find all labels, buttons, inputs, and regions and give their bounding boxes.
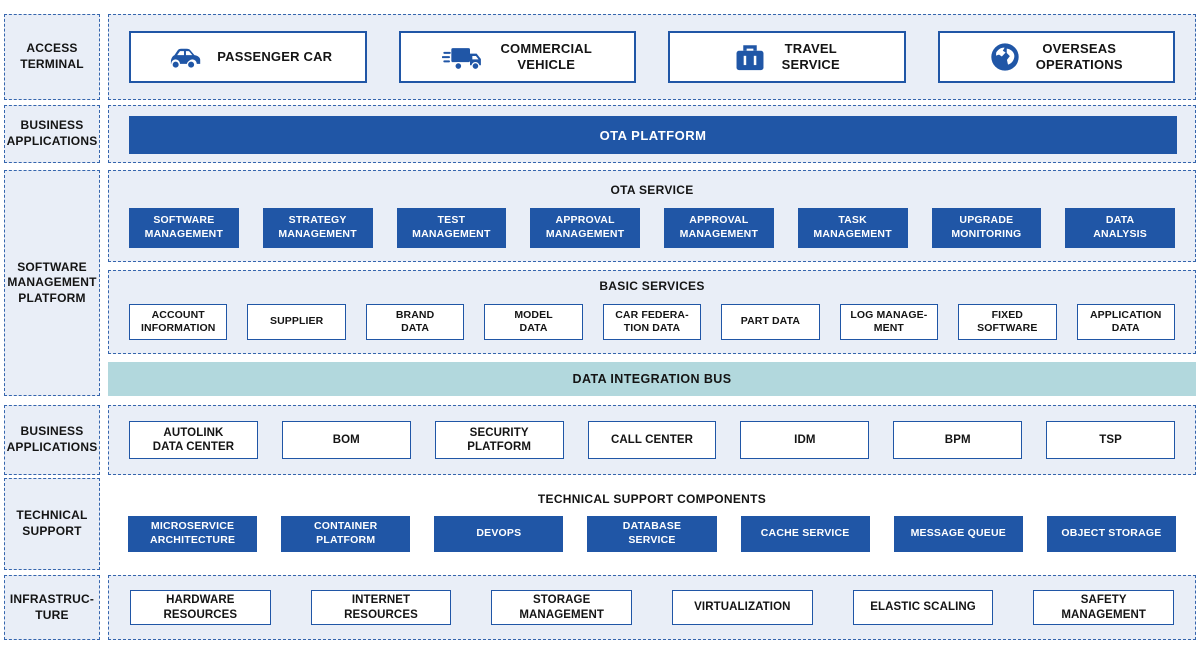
technical-support-box: DEVOPS: [434, 516, 564, 552]
truck-icon: [442, 43, 484, 72]
business-applications-top-panel: OTA PLATFORM: [108, 105, 1196, 163]
basic-service-box: APPLICATION DATA: [1076, 304, 1175, 340]
basic-service-box: FIXED SOFTWARE: [958, 304, 1057, 340]
basic-service-box: PART DATA: [721, 304, 820, 340]
basic-service-box: SUPPLIER: [247, 304, 346, 340]
layer-row-business-applications-bottom: BUSINESS APPLICATIONS AUTOLINK DATA CENT…: [0, 405, 1200, 475]
basic-service-box: MODEL DATA: [484, 304, 583, 340]
layer-row-technical-support: TECHNICAL SUPPORT TECHNICAL SUPPORT COMP…: [0, 478, 1200, 570]
terminal-card: PASSENGER CAR: [129, 31, 367, 83]
layer-row-business-applications-top: BUSINESS APPLICATIONS OTA PLATFORM: [0, 105, 1200, 163]
business-application-box: SECURITY PLATFORM: [434, 421, 564, 459]
layer-label-infrastructure: INFRASTRUC- TURE: [4, 575, 100, 640]
business-application-box: AUTOLINK DATA CENTER: [129, 421, 258, 459]
infrastructure-panel: HARDWARE RESOURCES INTERNET RESOURCES ST…: [108, 575, 1196, 640]
ota-service-box: STRATEGY MANAGEMENT: [262, 208, 373, 248]
technical-support-box: OBJECT STORAGE: [1046, 516, 1176, 552]
technical-support-box: MESSAGE QUEUE: [893, 516, 1023, 552]
access-terminal-panel: PASSENGER CAR COMMERCIAL VEHICLE TRAVEL …: [108, 14, 1196, 100]
infrastructure-box: STORAGE MANAGEMENT: [491, 590, 633, 625]
terminal-card-label: PASSENGER CAR: [217, 48, 333, 64]
technical-support-panel: TECHNICAL SUPPORT COMPONENTS MICROSERVIC…: [108, 478, 1196, 570]
basic-services-panel: BASIC SERVICES ACCOUNT INFORMATION SUPPL…: [108, 270, 1196, 354]
data-integration-bus: DATA INTEGRATION BUS: [108, 362, 1196, 396]
globe-icon: [990, 42, 1020, 72]
ota-service-box: DATA ANALYSIS: [1065, 208, 1175, 248]
terminal-card-label: OVERSEAS OPERATIONS: [1035, 40, 1123, 72]
basic-services-title: BASIC SERVICES: [599, 279, 705, 293]
ota-service-items: SOFTWARE MANAGEMENT STRATEGY MANAGEMENT …: [109, 208, 1195, 248]
layer-label-software-management-platform: SOFTWARE MANAGEMENT PLATFORM: [4, 170, 100, 396]
ota-platform-bar: OTA PLATFORM: [129, 116, 1177, 154]
ota-service-box: TASK MANAGEMENT: [797, 208, 908, 248]
infrastructure-box: VIRTUALIZATION: [672, 590, 813, 625]
layer-row-infrastructure: INFRASTRUC- TURE HARDWARE RESOURCES INTE…: [0, 575, 1200, 640]
technical-support-title: TECHNICAL SUPPORT COMPONENTS: [537, 492, 767, 506]
ota-service-box: TEST MANAGEMENT: [396, 208, 507, 248]
briefcase-icon: [734, 43, 766, 72]
business-applications-bottom-panel: AUTOLINK DATA CENTER BOM SECURITY PLATFO…: [108, 405, 1196, 475]
business-application-box: CALL CENTER: [587, 421, 717, 459]
software-management-platform-panel: OTA SERVICE SOFTWARE MANAGEMENT STRATEGY…: [108, 170, 1196, 396]
layer-label-business-applications-top: BUSINESS APPLICATIONS: [4, 105, 100, 163]
basic-services-items: ACCOUNT INFORMATION SUPPLIER BRAND DATA …: [109, 304, 1195, 340]
ota-service-title: OTA SERVICE: [610, 183, 694, 197]
infrastructure-box: INTERNET RESOURCES: [310, 590, 452, 625]
terminal-card-label: TRAVEL SERVICE: [781, 40, 840, 72]
layer-label-access-terminal: ACCESS TERMINAL: [4, 14, 100, 100]
business-application-box: TSP: [1046, 421, 1176, 459]
ota-service-box: SOFTWARE MANAGEMENT: [129, 208, 239, 248]
technical-support-items: MICROSERVICE ARCHITECTURE CONTAINER PLAT…: [108, 516, 1196, 552]
infrastructure-box: HARDWARE RESOURCES: [130, 590, 271, 625]
layer-label-technical-support: TECHNICAL SUPPORT: [4, 478, 100, 570]
business-application-box: BPM: [893, 421, 1023, 459]
layer-row-software-management-platform: SOFTWARE MANAGEMENT PLATFORM OTA SERVICE…: [0, 170, 1200, 396]
technical-support-box: CACHE SERVICE: [740, 516, 870, 552]
basic-service-box: BRAND DATA: [365, 304, 465, 340]
basic-service-box: CAR FEDERA- TION DATA: [602, 304, 702, 340]
terminal-card-label: COMMERCIAL VEHICLE: [500, 40, 593, 72]
infrastructure-box: ELASTIC SCALING: [852, 590, 994, 625]
terminal-card: COMMERCIAL VEHICLE: [398, 31, 636, 83]
infrastructure-box: SAFETY MANAGEMENT: [1033, 590, 1175, 625]
business-application-box: BOM: [281, 421, 411, 459]
ota-service-box: APPROVAL MANAGEMENT: [530, 208, 640, 248]
basic-service-box: LOG MANAGE- MENT: [839, 304, 939, 340]
ota-service-box: APPROVAL MANAGEMENT: [664, 208, 774, 248]
ota-service-box: UPGRADE MONITORING: [931, 208, 1042, 248]
terminal-card: TRAVEL SERVICE: [668, 31, 906, 83]
layer-label-business-applications-bottom: BUSINESS APPLICATIONS: [4, 405, 100, 475]
car-icon: [163, 44, 201, 71]
terminal-card: OVERSEAS OPERATIONS: [937, 31, 1175, 83]
technical-support-box: DATABASE SERVICE: [587, 516, 717, 552]
layer-row-access-terminal: ACCESS TERMINAL PASSENGER CAR COMMERCIAL…: [0, 14, 1200, 100]
technical-support-box: CONTAINER PLATFORM: [281, 516, 411, 552]
business-application-box: IDM: [740, 421, 870, 459]
technical-support-box: MICROSERVICE ARCHITECTURE: [128, 516, 258, 552]
basic-service-box: ACCOUNT INFORMATION: [129, 304, 228, 340]
ota-service-panel: OTA SERVICE SOFTWARE MANAGEMENT STRATEGY…: [108, 170, 1196, 262]
